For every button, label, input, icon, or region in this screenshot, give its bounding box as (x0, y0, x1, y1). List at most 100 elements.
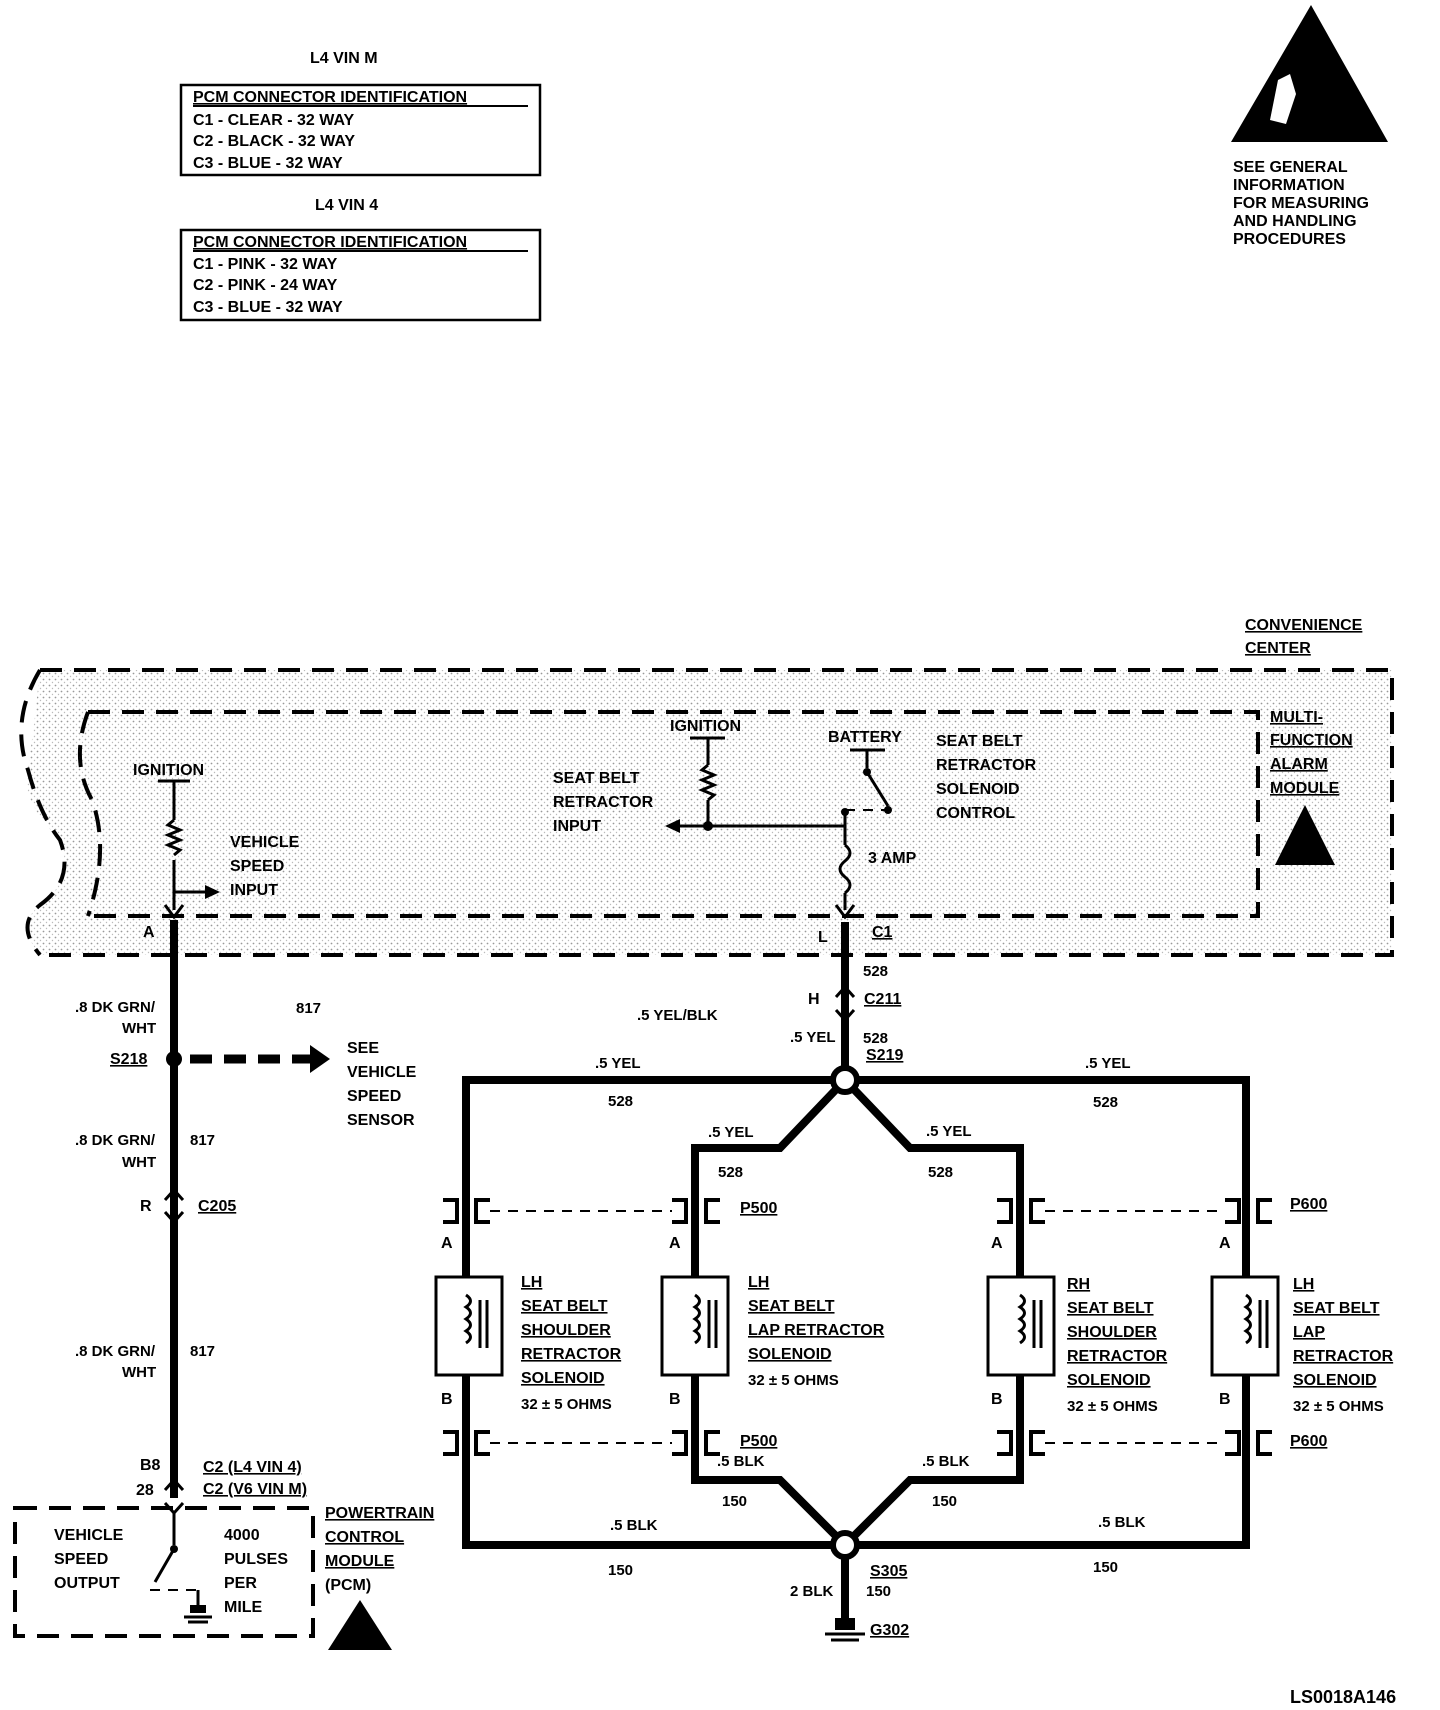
vsi-label: VEHICLE (230, 834, 300, 851)
connector-label: C1 (872, 924, 893, 941)
wire-gauge: .8 DK GRN/ (75, 999, 156, 1016)
alarm-module-label: MULTI- (1270, 709, 1323, 726)
module-internals: IGNITION VEHICLE SPEED INPUT A IGNITION … (133, 718, 1037, 946)
ignition-label: IGNITION (133, 762, 204, 779)
pin-label: B8 (140, 1457, 161, 1474)
solenoid-label: LAP (1293, 1324, 1325, 1341)
vsi-label: INPUT (230, 882, 278, 899)
circuit-number: 150 (1093, 1559, 1118, 1576)
table-row: C3 - BLUE - 32 WAY (193, 155, 343, 172)
circuit-number: 150 (866, 1583, 891, 1600)
pcm-module: VEHICLE SPEED OUTPUT 4000 PULSES PER MIL… (13, 1505, 434, 1650)
wire-gauge: .5 BLK (717, 1453, 765, 1470)
pin-label: B (441, 1391, 453, 1408)
figure-id: LS0018A146 (1290, 1687, 1396, 1707)
alarm-module-label: FUNCTION (1270, 732, 1353, 749)
solenoid-label: RH (1067, 1276, 1090, 1293)
seat-belt-feed-wire: 528 H C211 .5 YEL/BLK .5 YEL 528 S219 (637, 922, 903, 1080)
solenoid-label: SEAT BELT (521, 1298, 608, 1315)
solenoid-label: SHOULDER (1067, 1324, 1157, 1341)
wire-gauge: .8 DK GRN/ (75, 1132, 156, 1149)
pin-label: A (441, 1235, 453, 1252)
fuse-label: 3 AMP (868, 850, 917, 867)
table-title: PCM CONNECTOR IDENTIFICATION (193, 234, 467, 251)
vso-label: SPEED (54, 1551, 108, 1568)
ground-circuit: S305 2 BLK 150 G302 (790, 1557, 909, 1642)
circuit-number: 528 (608, 1093, 633, 1110)
splice-label: S305 (870, 1563, 907, 1580)
solenoid-label: LAP RETRACTOR (748, 1322, 885, 1339)
circuit-number: 528 (863, 1030, 888, 1047)
battery-label: BATTERY (828, 729, 902, 746)
wire-gauge: 2 BLK (790, 1583, 834, 1600)
table-heading: L4 VIN 4 (315, 197, 378, 214)
table-title: PCM CONNECTOR IDENTIFICATION (193, 89, 467, 106)
ignition-label: IGNITION (670, 718, 741, 735)
wire-gauge: WHT (122, 1364, 156, 1381)
table-row: C1 - PINK - 32 WAY (193, 256, 338, 273)
connector-label: P600 (1290, 1433, 1327, 1450)
solenoid-label: SOLENOID (1067, 1372, 1151, 1389)
splice-label: S218 (110, 1051, 147, 1068)
pin-label: A (143, 924, 155, 941)
sbr-input-label: INPUT (553, 818, 601, 835)
connector-label: C2 (L4 VIN 4) (203, 1459, 302, 1476)
convenience-center: CONVENIENCE CENTER MULTI- FUNCTION ALARM… (19, 617, 1394, 957)
wire-gauge: .5 YEL (708, 1124, 754, 1141)
solenoid-label: RETRACTOR (521, 1346, 622, 1363)
vso-label: VEHICLE (54, 1527, 124, 1544)
pin-label: A (991, 1235, 1003, 1252)
sbr-control-label: SOLENOID (936, 781, 1020, 798)
solenoid-label: SEAT BELT (1067, 1300, 1154, 1317)
pcm-label: CONTROL (325, 1529, 404, 1546)
branch-wires: .5 YEL 528 .5 YEL 528 .5 YEL 528 .5 YEL … (462, 1055, 1250, 1579)
wire-gauge: .5 YEL (1085, 1055, 1131, 1072)
pulses-label: 4000 (224, 1527, 260, 1544)
circuit-number: 150 (932, 1493, 957, 1510)
circuit-number: 528 (928, 1164, 953, 1181)
vso-label: OUTPUT (54, 1575, 120, 1592)
solenoid-resistance: 32 ± 5 OHMS (1293, 1398, 1384, 1415)
vehicle-speed-wire: .8 DK GRN/ WHT 817 S218 SEE VEHICLE SPEE… (75, 920, 417, 1516)
pulses-label: PULSES (224, 1551, 288, 1568)
solenoid-lh-shoulder: LH SEAT BELT SHOULDER RETRACTOR SOLENOID… (434, 1274, 622, 1413)
solenoid-rh-shoulder: RH SEAT BELT SHOULDER RETRACTOR SOLENOID… (986, 1275, 1168, 1415)
connector-label: P500 (740, 1433, 777, 1450)
wire-gauge: .5 YEL/BLK (637, 1007, 718, 1024)
pin-label: B (1219, 1391, 1231, 1408)
esd-icon (328, 1600, 392, 1650)
connector-label: P600 (1290, 1196, 1327, 1213)
pcm-table-vin-4: L4 VIN 4 PCM CONNECTOR IDENTIFICATION C1… (179, 197, 542, 322)
pulses-label: MILE (224, 1599, 263, 1616)
see-sensor-label: SENSOR (347, 1112, 415, 1129)
solenoid-label: LH (1293, 1276, 1314, 1293)
solenoid-resistance: 32 ± 5 OHMS (1067, 1398, 1158, 1415)
pin-label: B (669, 1391, 681, 1408)
pin-label: R (140, 1198, 152, 1215)
wire-gauge: WHT (122, 1154, 156, 1171)
solenoid-label: SOLENOID (748, 1346, 832, 1363)
circuit-number: 817 (296, 1000, 321, 1017)
connectors: P500 P600 P500 P600 A A A A B B B B (441, 1196, 1327, 1456)
connector-label: C205 (198, 1198, 236, 1215)
wire-gauge: .5 BLK (610, 1517, 658, 1534)
sbr-control-label: RETRACTOR (936, 757, 1037, 774)
pin-label: L (818, 929, 828, 946)
esd-icon (1275, 805, 1335, 865)
solenoid-label: SEAT BELT (1293, 1300, 1380, 1317)
connector-label: C2 (V6 VIN M) (203, 1481, 307, 1498)
table-row: C1 - CLEAR - 32 WAY (193, 112, 355, 129)
circuit-number: 528 (863, 963, 888, 980)
esd-note-line: INFORMATION (1233, 177, 1345, 194)
esd-warning-icon (1231, 5, 1388, 142)
solenoid-label: SOLENOID (521, 1370, 605, 1387)
solenoid-label: SEAT BELT (748, 1298, 835, 1315)
circuit-number: 528 (718, 1164, 743, 1181)
esd-note-line: PROCEDURES (1233, 231, 1346, 248)
wire-gauge: .8 DK GRN/ (75, 1343, 156, 1360)
solenoid-resistance: 32 ± 5 OHMS (521, 1396, 612, 1413)
solenoid-label: LH (748, 1274, 769, 1291)
solenoid-label: SOLENOID (1293, 1372, 1377, 1389)
solenoid-lh-lap: LH SEAT BELT LAP RETRACTOR SOLENOID 32 ±… (660, 1274, 885, 1389)
esd-note-line: AND HANDLING (1233, 213, 1357, 230)
